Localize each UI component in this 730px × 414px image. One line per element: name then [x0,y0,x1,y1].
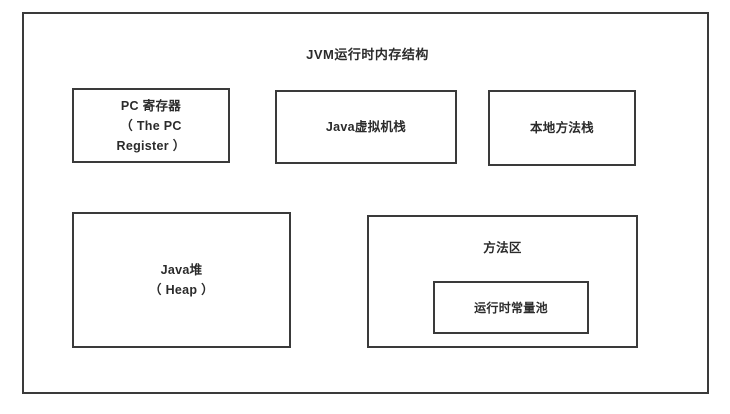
box-java-heap: Java堆 （ Heap ） [72,212,291,348]
box-java-heap-label: Java堆 （ Heap ） [149,263,214,297]
box-native-method-stack-label: 本地方法栈 [529,121,594,135]
diagram-title: JVM运行时内存结构 [306,47,429,62]
box-runtime-constant-pool: 运行时常量池 [433,281,589,334]
box-method-area-label: 方法区 [483,241,522,255]
box-jvm-stack-label: Java虚拟机栈 [325,120,407,134]
jvm-runtime-memory-frame: JVM运行时内存结构 PC 寄存器 （ The PC Register ） Ja… [22,12,709,394]
box-jvm-stack: Java虚拟机栈 [275,90,457,164]
box-runtime-constant-pool-label: 运行时常量池 [474,300,548,315]
box-native-method-stack: 本地方法栈 [488,90,636,166]
box-method-area: 方法区 运行时常量池 [367,215,638,348]
box-pc-register: PC 寄存器 （ The PC Register ） [72,88,230,163]
box-pc-register-label: PC 寄存器 （ The PC Register ） [116,98,186,153]
